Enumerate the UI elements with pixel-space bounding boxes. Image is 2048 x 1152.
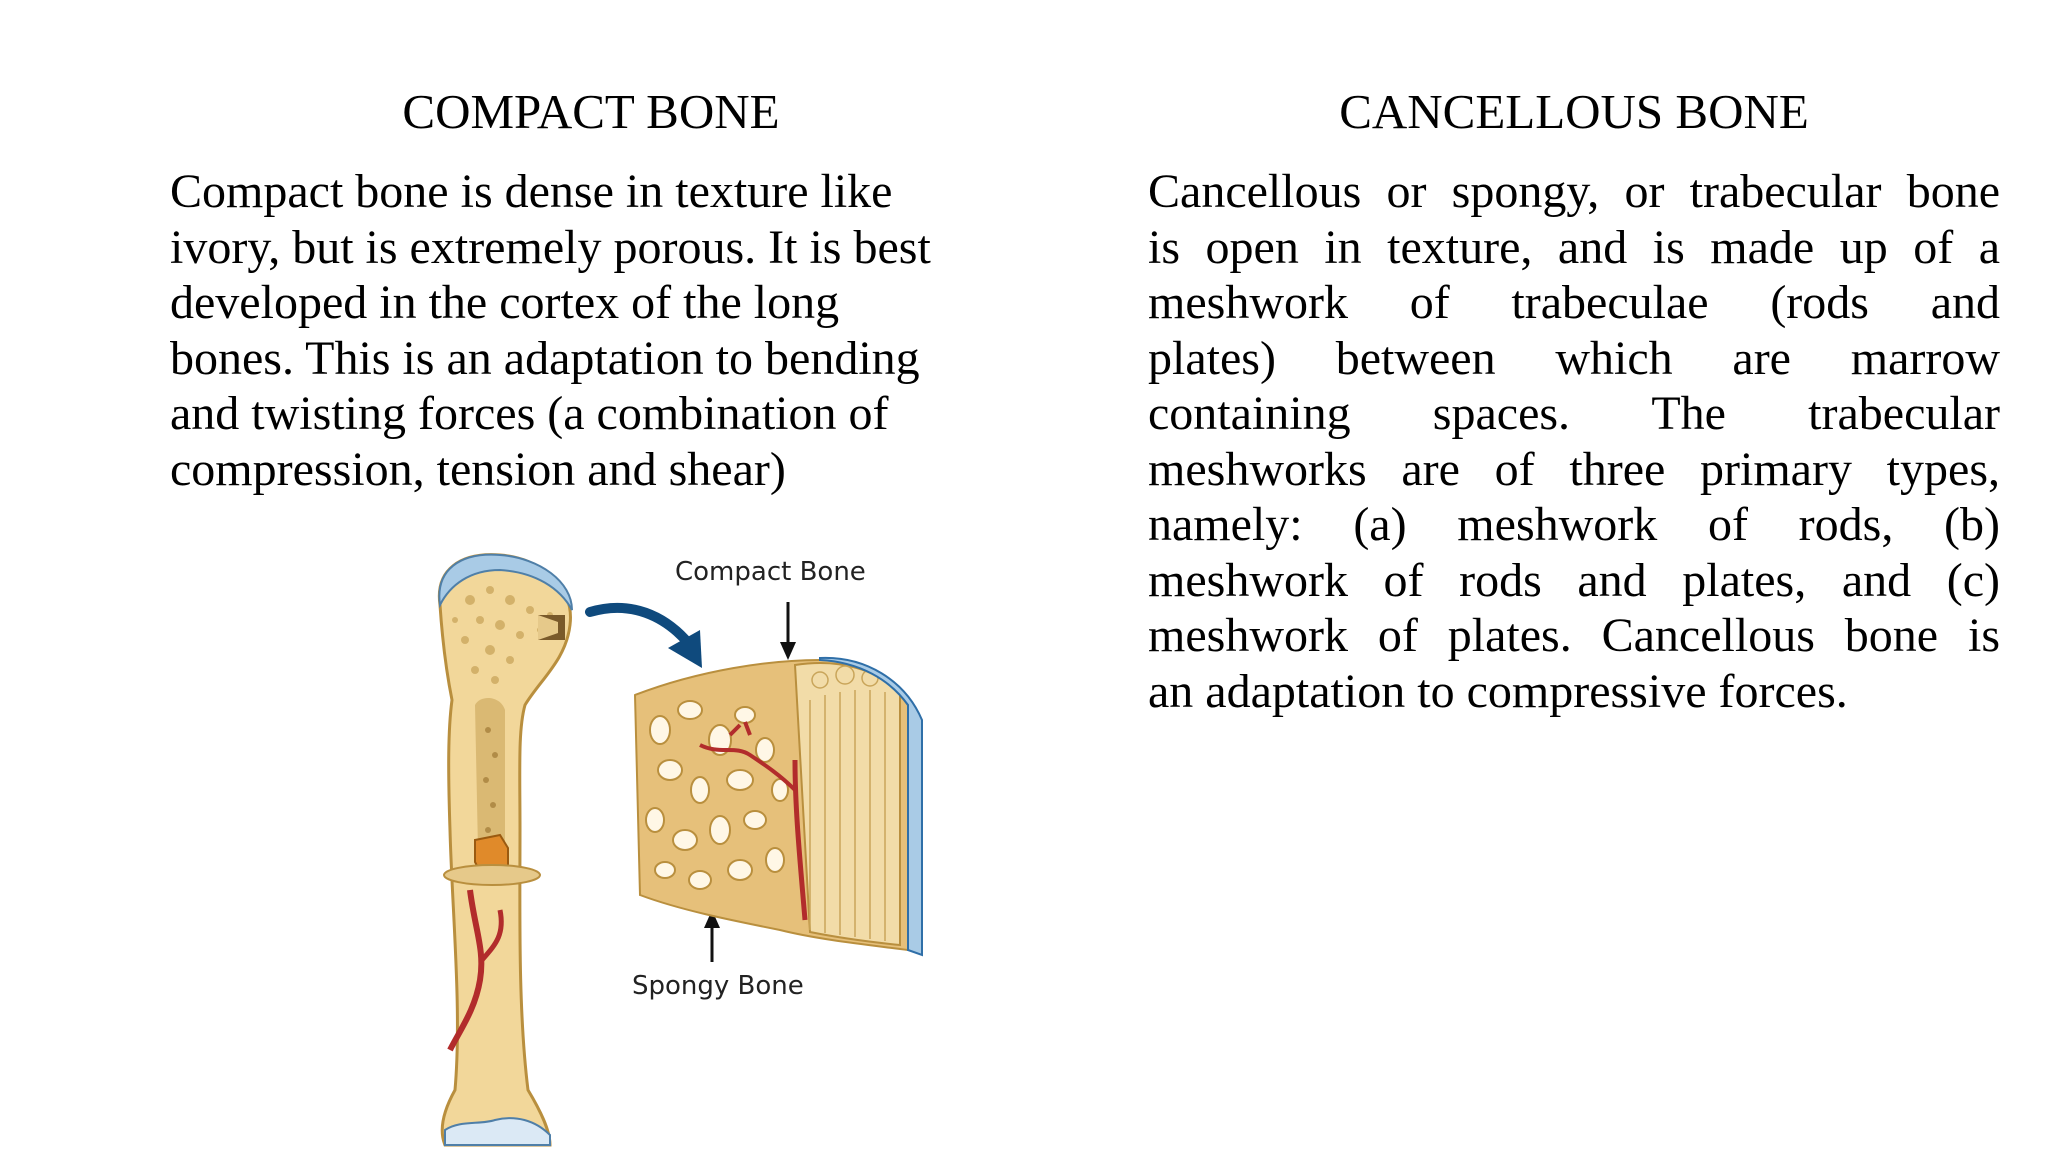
text-line: meshworks are of three primary types, [1148, 442, 2000, 496]
bone-structure-illustration: Compact Bone Spongy Bone [400, 530, 960, 1152]
curved-arrow-icon [585, 602, 695, 650]
cancellous-bone-title: CANCELLOUS BONE [1339, 84, 1809, 139]
text-line: compression, tension and shear) [170, 442, 786, 496]
text-line: Compact bone is dense in texture like [170, 165, 893, 218]
arrow-head-icon [668, 630, 702, 668]
spongy-bone-label: Spongy Bone [632, 971, 804, 1001]
cancellous-bone-description: Cancellous or spongy, or trabecular bone… [1148, 164, 2000, 719]
text-line: plates) between which are marrow [1148, 331, 2000, 385]
text-line: meshwork of plates. Cancellous bone is [1148, 609, 2000, 662]
compact-bone-description: Compact bone is dense in texture like iv… [170, 164, 1010, 497]
text-line: namely: (a) meshwork of rods, (b) [1148, 498, 2000, 551]
text-line: containing spaces. The trabecular [1148, 387, 2000, 440]
text-line: ivory, but is extremely porous. It is be… [170, 220, 931, 274]
text-line: an adaptation to compressive forces. [1148, 664, 1848, 718]
bone-cross-section-drawing [633, 656, 923, 957]
text-line: is open in texture, and is made up of a [1148, 220, 2000, 274]
spongy-bone-pointer-icon [704, 910, 720, 962]
compact-bone-pointer-icon [780, 602, 796, 660]
compact-bone-title: COMPACT BONE [402, 84, 780, 139]
text-line: meshwork of rods and plates, and (c) [1148, 553, 2000, 607]
text-line: and twisting forces (a combination of [170, 387, 889, 440]
text-line: meshwork of trabeculae (rods and [1148, 276, 2000, 329]
compact-bone-label: Compact Bone [675, 557, 866, 587]
long-bone-drawing [437, 553, 573, 1147]
text-line: Cancellous or spongy, or trabecular bone [1148, 165, 2000, 218]
text-line: bones. This is an adaptation to bending [170, 331, 920, 385]
text-line: developed in the cortex of the long [170, 276, 840, 329]
